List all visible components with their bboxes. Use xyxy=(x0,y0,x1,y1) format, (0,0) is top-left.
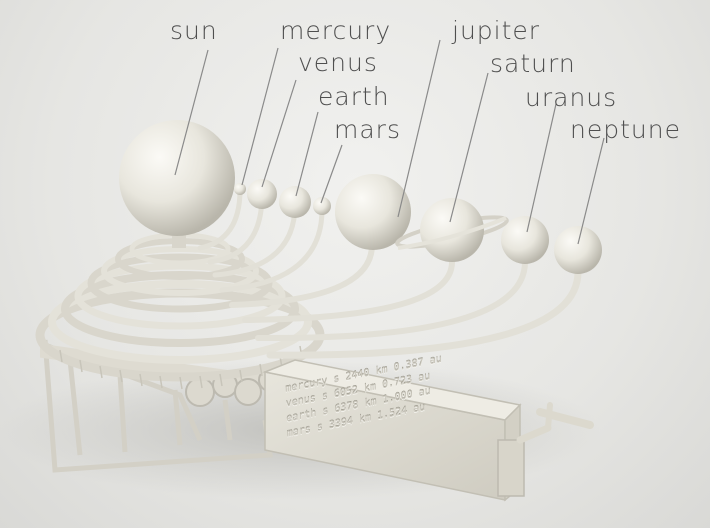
planet-arms xyxy=(197,187,582,359)
label-saturn: saturn xyxy=(490,49,576,78)
arm-jupiter xyxy=(229,242,375,308)
saturn-ring-front xyxy=(397,216,507,250)
mars-sphere xyxy=(313,197,331,215)
leader-uranus xyxy=(526,103,557,233)
leader-neptune xyxy=(577,137,605,245)
neptune-sphere xyxy=(554,226,602,274)
leader-lines xyxy=(174,39,605,245)
arm-uranus xyxy=(255,259,528,342)
mercury-sphere xyxy=(234,183,246,195)
earth-sphere xyxy=(279,186,311,218)
label-uranus: uranus xyxy=(525,83,618,112)
label-jupiter: jupiter xyxy=(452,16,541,45)
uranus-sphere xyxy=(501,216,549,264)
leader-jupiter xyxy=(397,39,441,218)
crank-box xyxy=(262,359,525,502)
label-earth: earth xyxy=(318,82,390,111)
leader-mars xyxy=(320,144,343,204)
label-neptune: neptune xyxy=(570,115,681,144)
leader-sun xyxy=(174,49,209,176)
ring-teeth xyxy=(59,345,303,390)
venus-sphere xyxy=(247,179,277,209)
leader-saturn xyxy=(449,72,489,223)
saturn-sphere xyxy=(420,198,484,262)
leader-mercury xyxy=(241,47,279,186)
planets xyxy=(119,120,602,274)
arm-neptune xyxy=(266,268,582,359)
label-sun: sun xyxy=(170,16,218,45)
jupiter-sphere xyxy=(335,174,411,250)
label-venus: venus xyxy=(298,48,378,77)
leader-venus xyxy=(261,79,297,188)
crank-handle-icon xyxy=(516,402,594,444)
arm-saturn xyxy=(242,259,455,323)
label-mars: mars xyxy=(334,115,401,144)
leader-earth xyxy=(295,111,319,197)
arm-mercury xyxy=(197,187,243,251)
sun-sphere xyxy=(119,120,235,236)
label-mercury: mercury xyxy=(280,16,392,45)
arm-earth xyxy=(212,202,298,278)
arm-mars xyxy=(219,207,325,293)
